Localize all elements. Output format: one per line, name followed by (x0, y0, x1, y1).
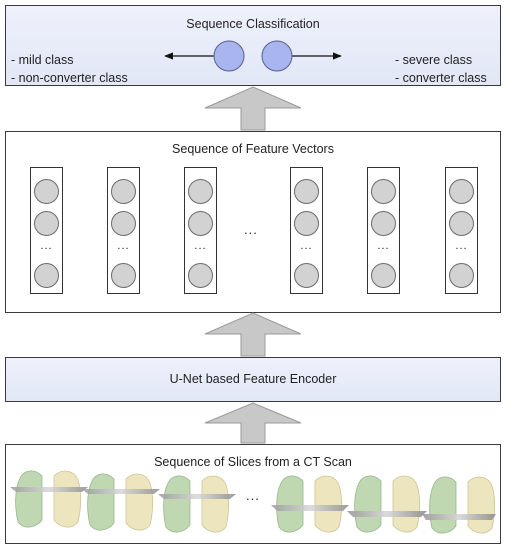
feature-vector-column: ... (107, 167, 140, 294)
ct-slice-image (347, 475, 427, 533)
feature-node (34, 263, 59, 288)
feature-gap-ellipsis: ... (244, 222, 258, 237)
class-node-right (261, 40, 293, 72)
feature-node (294, 179, 319, 204)
ct-slice-image (271, 475, 349, 533)
feature-node (111, 211, 136, 236)
class-node-left (213, 40, 245, 72)
block-arrow-up (204, 312, 302, 357)
feature-vectors-box: Sequence of Feature Vectors (5, 131, 501, 313)
column-ellipsis: ... (40, 240, 53, 252)
feature-vector-column: ... (30, 167, 63, 294)
non-converter-class-label: - non-converter class (11, 71, 128, 85)
feature-node (111, 263, 136, 288)
feature-node (294, 211, 319, 236)
feature-node (449, 211, 474, 236)
feature-node (188, 211, 213, 236)
column-ellipsis: ... (377, 240, 390, 252)
feature-vector-column: ... (367, 167, 400, 294)
encoder-title: U-Net based Feature Encoder (169, 372, 337, 386)
feature-node (111, 179, 136, 204)
ct-slice-image (422, 476, 496, 534)
feature-vector-column: ... (290, 167, 323, 294)
feature-node (371, 179, 396, 204)
feature-node (34, 179, 59, 204)
feature-node (34, 211, 59, 236)
ct-slices-title: Sequence of Slices from a CT Scan (154, 455, 352, 469)
severe-class-label: - severe class (395, 53, 473, 67)
block-arrow-up (204, 86, 302, 131)
slices-gap-ellipsis: ... (246, 488, 260, 503)
classification-box: Sequence Classification - mild class - n… (5, 5, 501, 86)
feature-node (449, 263, 474, 288)
ct-slice-image (10, 470, 88, 528)
feature-node (371, 263, 396, 288)
feature-vector-column: ... (184, 167, 217, 294)
mild-class-label: - mild class (11, 53, 74, 67)
feature-node (188, 179, 213, 204)
feature-vector-column: ... (445, 167, 478, 294)
column-ellipsis: ... (194, 240, 207, 252)
feature-vectors-title: Sequence of Feature Vectors (172, 142, 334, 156)
ct-slice-image (158, 475, 236, 533)
encoder-box: U-Net based Feature Encoder (5, 357, 501, 402)
converter-class-label: - converter class (395, 71, 487, 85)
left-class-list: - mild class - non-converter class (11, 51, 128, 87)
classification-title: Sequence Classification (186, 17, 320, 31)
ct-slice-image (82, 473, 160, 531)
feature-node (371, 211, 396, 236)
column-ellipsis: ... (455, 240, 468, 252)
feature-node (188, 263, 213, 288)
right-class-list: - severe class - converter class (395, 51, 487, 87)
block-arrow-up (204, 402, 302, 444)
column-ellipsis: ... (300, 240, 313, 252)
feature-node (449, 179, 474, 204)
feature-node (294, 263, 319, 288)
column-ellipsis: ... (117, 240, 130, 252)
